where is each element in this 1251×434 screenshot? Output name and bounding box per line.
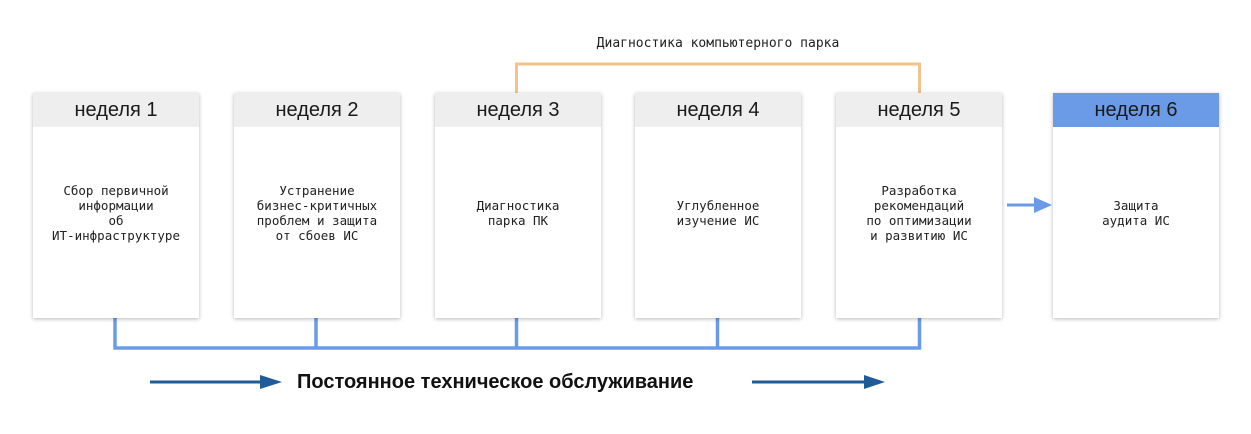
maintenance-label: Постоянное техническое обслуживание [297,371,694,393]
week-2-card: неделя 2 Устранение бизнес-критичных про… [234,93,400,318]
week-5-text: Разработка рекомендаций по оптимизации и… [866,182,972,243]
week-6-text: Защита аудита ИС [1102,197,1170,228]
week-2-text: Устранение бизнес-критичных проблем и за… [256,182,378,243]
week-4-text: Углубленное изучение ИС [676,197,760,228]
week-1-text: Сбор первичной информации об ИТ-инфрастр… [52,182,180,243]
week-6-title: неделя 6 [1053,93,1219,127]
week-4-title: неделя 4 [635,93,801,127]
week-1-card: неделя 1 Сбор первичной информации об ИТ… [33,93,199,318]
week-5-card: неделя 5 Разработка рекомендаций по опти… [836,93,1002,318]
bottom-arrow-left [150,375,282,389]
maintenance-bus [113,318,922,350]
week-1-title: неделя 1 [33,93,199,127]
week-3-text: Диагностика парка ПК [476,197,560,228]
week-2-title: неделя 2 [234,93,400,127]
diagnostics-label: Диагностика компьютерного парка [596,36,840,51]
week-3-card: неделя 3 Диагностика парка ПК [435,93,601,318]
diagnostics-bracket [515,62,921,93]
arrow-to-week-6 [1007,197,1052,213]
week-6-card: неделя 6 Защита аудита ИС [1053,93,1219,318]
bottom-arrow-right [752,375,885,389]
week-4-card: неделя 4 Углубленное изучение ИС [635,93,801,318]
week-5-title: неделя 5 [836,93,1002,127]
week-3-title: неделя 3 [435,93,601,127]
